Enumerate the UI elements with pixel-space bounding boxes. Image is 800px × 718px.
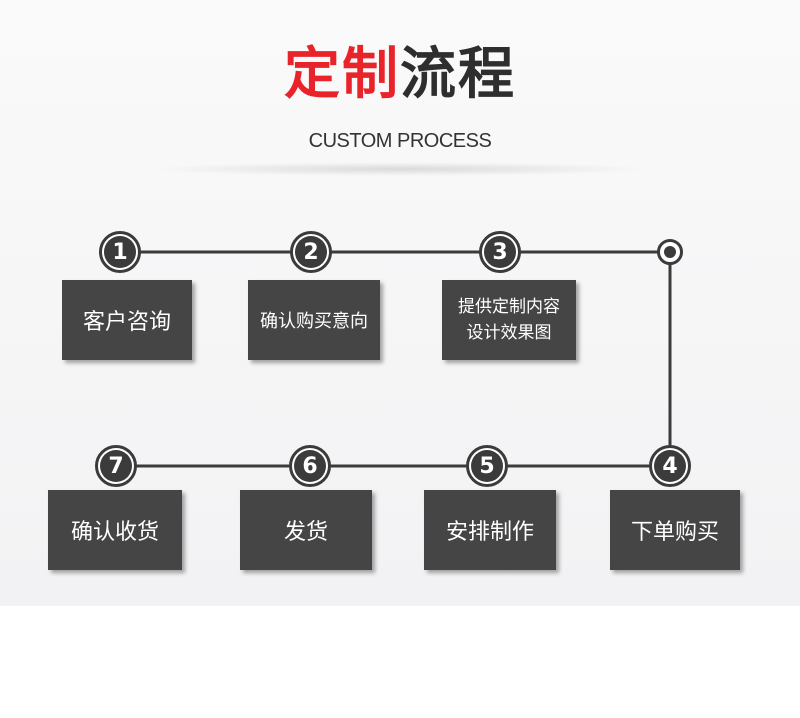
step-badge-7: 7: [95, 445, 137, 487]
step-label: 安排制作: [445, 520, 534, 545]
step-label: 客户咨询: [82, 310, 171, 335]
step-badge-3: 3: [479, 231, 521, 273]
step-badge-2: 2: [290, 231, 332, 273]
step-box-5: 安排制作: [424, 490, 556, 570]
step-box-7: 确认收货: [48, 490, 182, 570]
step-box-1: 客户咨询: [62, 280, 192, 360]
step-badge-4: 4: [649, 445, 691, 487]
page-title: 定制流程: [0, 40, 800, 110]
step-label: 发货: [283, 520, 328, 545]
step-number: 1: [104, 236, 136, 268]
step-box-2: 确认购买意向: [248, 280, 380, 360]
step-badge-5: 5: [466, 445, 508, 487]
step-number: 4: [654, 450, 686, 482]
title-red-part: 定制: [284, 42, 400, 107]
step-label: 确认购买意向: [260, 311, 368, 332]
step-badge-1: 1: [99, 231, 141, 273]
corner-dot-icon: [657, 239, 683, 265]
step-label: 确认收货: [70, 520, 159, 545]
step-label: 下单购买: [630, 520, 719, 545]
step-number: 3: [484, 236, 516, 268]
step-number: 5: [471, 450, 503, 482]
step-badge-6: 6: [289, 445, 331, 487]
step-box-4: 下单购买: [610, 490, 740, 570]
title-dark-part: 流程: [400, 42, 516, 107]
step-box-3: 提供定制内容 设计效果图: [442, 280, 576, 360]
page-subtitle: CUSTOM PROCESS: [308, 130, 492, 152]
step-box-6: 发货: [240, 490, 372, 570]
step-number: 6: [294, 450, 326, 482]
step-number: 7: [100, 450, 132, 482]
step-label-line-1: 提供定制内容: [458, 297, 560, 317]
step-number: 2: [295, 236, 327, 268]
step-label-line-2: 设计效果图: [466, 323, 552, 343]
title-shadow: [150, 162, 650, 176]
